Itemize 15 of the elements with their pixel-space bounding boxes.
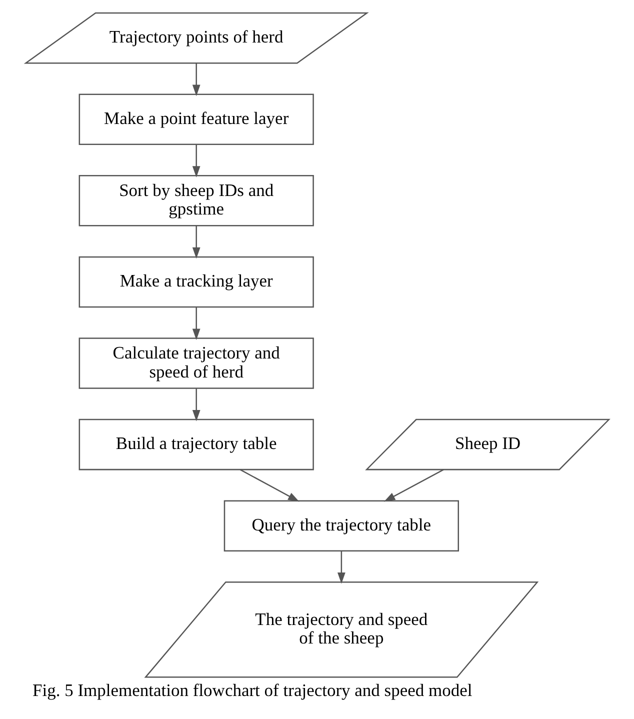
arrow [192,144,200,178]
arrow [192,307,200,340]
node-box: Sort by sheep IDs and gpstime [78,175,314,226]
arrow [239,469,299,502]
node-box: Make a point feature layer [78,94,314,145]
arrow [383,469,444,502]
arrow [336,551,345,584]
node-box: Calculate trajectory and speed of herd [78,338,314,389]
arrow [192,63,200,96]
node-box: Build a trajectory table [78,418,314,470]
node-box: Query the trajectory table [223,500,458,552]
caption: Fig. 5 Implementation flowchart of trajectory and speed model [32,680,472,700]
arrow [192,226,200,259]
arrow [192,388,200,422]
node-box: Make a tracking layer [78,256,314,308]
